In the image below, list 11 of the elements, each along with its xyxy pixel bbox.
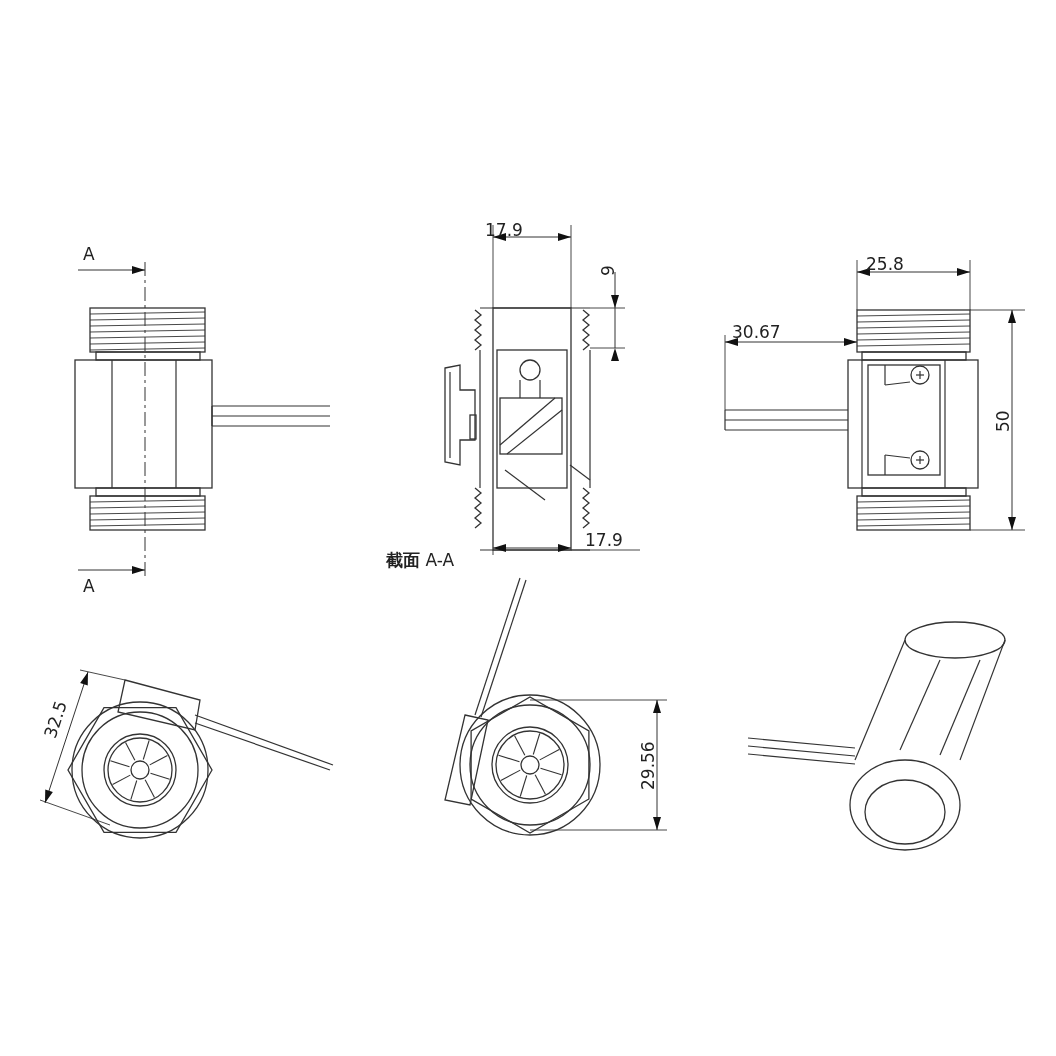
dimension-label: 17.9 [585, 532, 623, 549]
section-letter: A [83, 578, 95, 595]
dimension-label: 25.8 [866, 256, 904, 273]
dimension-label: 29.56 [640, 741, 657, 790]
dimension-label: 9 [600, 265, 617, 276]
dimension-label: 17.9 [485, 222, 523, 239]
dimension-label: 32.5 [42, 699, 70, 741]
section-letter: A [83, 246, 95, 263]
dimension-label: 30.67 [732, 324, 781, 341]
section-title: 截面 A-A [386, 552, 455, 569]
dimension-label: 50 [995, 410, 1012, 432]
